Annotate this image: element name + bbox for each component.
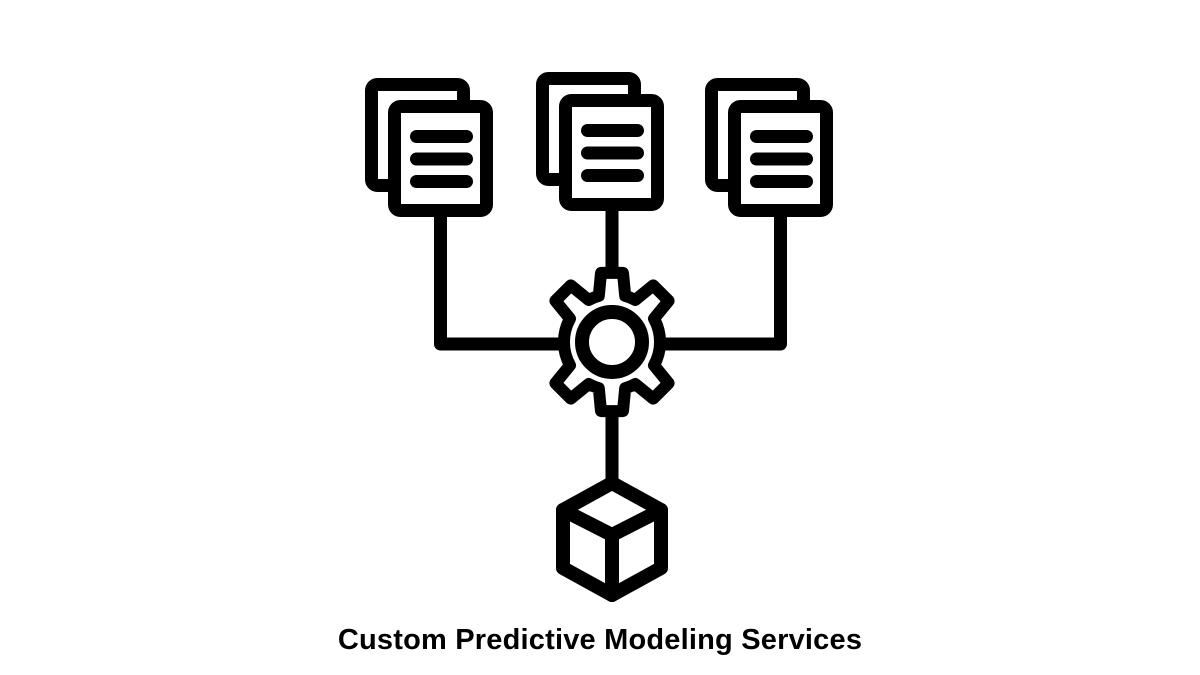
connector-left [434, 206, 562, 351]
connector-lines [434, 203, 787, 486]
diagram-title: Custom Predictive Modeling Services [337, 624, 863, 656]
cube-icon [556, 476, 668, 602]
connector-right [662, 206, 787, 351]
documents-icon-right [712, 85, 827, 211]
gear-icon [549, 266, 675, 418]
documents-icon-left [372, 85, 487, 211]
documents-icon-middle [543, 79, 658, 205]
gear-center-ring [575, 305, 649, 379]
